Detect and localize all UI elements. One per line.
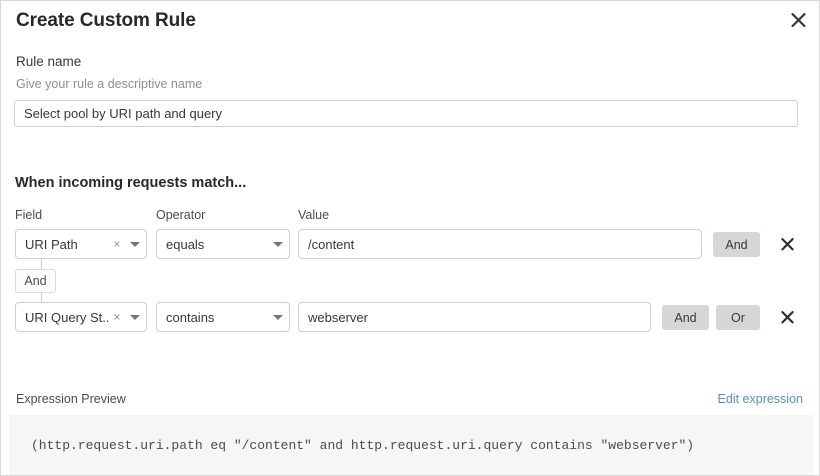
and-button-1[interactable]: And <box>713 232 760 257</box>
operator-select-1-value: equals <box>166 236 205 252</box>
close-icon <box>791 12 806 28</box>
close-button[interactable] <box>786 8 810 32</box>
clear-icon[interactable]: × <box>113 310 121 324</box>
delete-condition-button-1[interactable] <box>775 232 799 256</box>
edit-expression-link[interactable]: Edit expression <box>717 392 803 406</box>
rule-name-hint: Give your rule a descriptive name <box>16 77 203 91</box>
match-section-heading: When incoming requests match... <box>15 175 247 191</box>
condition-row: URI Path × equals And <box>1 229 819 259</box>
close-icon <box>780 237 794 251</box>
column-header-field: Field <box>15 208 43 222</box>
connector-line-top <box>41 258 42 270</box>
chevron-down-icon[interactable] <box>267 314 289 320</box>
delete-condition-button-2[interactable] <box>775 305 799 329</box>
chevron-down-icon[interactable] <box>267 241 289 247</box>
field-select-1-value: URI Path <box>25 236 78 252</box>
chevron-down-icon[interactable] <box>124 241 146 247</box>
column-header-operator: Operator <box>156 208 206 222</box>
rule-name-input[interactable] <box>14 100 798 127</box>
rule-name-label: Rule name <box>16 54 82 69</box>
and-button-2[interactable]: And <box>662 305 709 330</box>
condition-row: URI Query St... × contains And Or <box>1 302 819 332</box>
field-select-2[interactable]: URI Query St... × <box>15 302 147 332</box>
field-select-2-value: URI Query St... <box>25 309 110 325</box>
value-input-1[interactable] <box>298 229 702 259</box>
condition-connector: And <box>1 258 121 304</box>
operator-select-2-value: contains <box>166 309 215 325</box>
column-header-value: Value <box>298 208 330 222</box>
expression-preview-code: (http.request.uri.path eq "/content" and… <box>9 415 813 475</box>
connector-and-chip[interactable]: And <box>15 269 56 293</box>
operator-select-1[interactable]: equals <box>156 229 290 259</box>
expression-preview-label: Expression Preview <box>16 392 126 406</box>
value-input-2[interactable] <box>298 302 651 332</box>
page-title: Create Custom Rule <box>16 10 196 31</box>
operator-select-2[interactable]: contains <box>156 302 290 332</box>
or-button-2[interactable]: Or <box>716 305 760 330</box>
chevron-down-icon[interactable] <box>124 314 146 320</box>
close-icon <box>780 310 794 324</box>
clear-icon[interactable]: × <box>113 237 121 251</box>
field-select-1[interactable]: URI Path × <box>15 229 147 259</box>
connector-line-bottom <box>41 292 42 304</box>
